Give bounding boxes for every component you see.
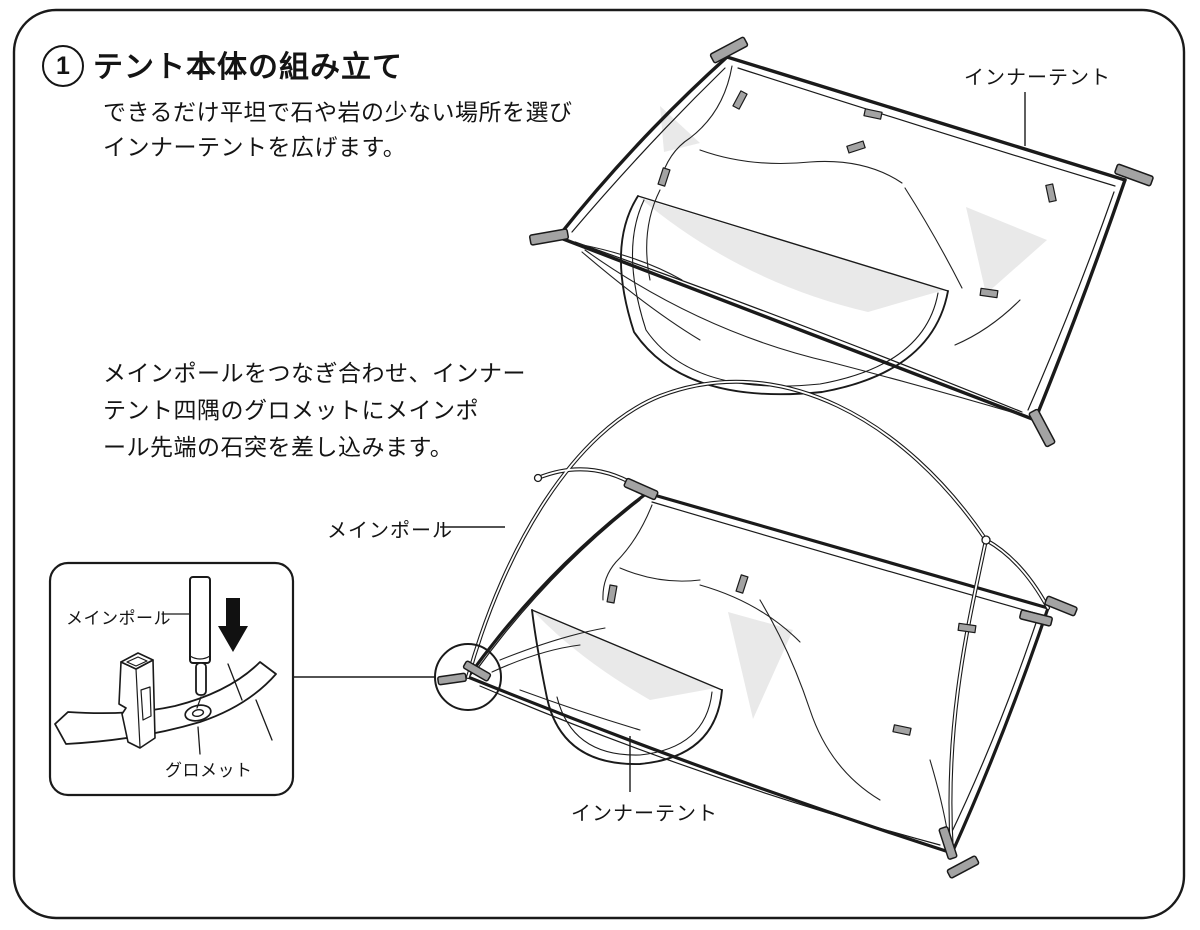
label-leader-lines xyxy=(440,92,1026,792)
corner-tab xyxy=(709,36,749,64)
top-tent-edges xyxy=(556,55,1127,422)
page-title: テント本体の組み立て xyxy=(93,51,403,84)
bottom-tent-wrinkles xyxy=(491,504,949,836)
top-tent-corner-tabs xyxy=(528,36,1154,448)
label-inset-grommet: グロメット xyxy=(165,761,253,780)
corner-tab xyxy=(1114,163,1154,187)
corner-tab xyxy=(1028,408,1056,448)
bottom-tent-edges xyxy=(466,491,1050,855)
insert-direction-arrow-icon xyxy=(218,598,248,652)
top-tent-illustration xyxy=(528,36,1154,448)
page-border xyxy=(12,8,1186,920)
bottom-tent-tie-tabs xyxy=(606,574,977,736)
pole-tip-pin xyxy=(195,662,207,696)
pole-joint xyxy=(533,473,543,483)
main-poles xyxy=(466,379,1050,855)
bottom-tent-corner-tabs xyxy=(437,477,1078,879)
grommet xyxy=(184,704,212,722)
inset-grommet-leader-line xyxy=(197,726,201,755)
label-inner-tent-top: インナーテント xyxy=(964,67,1111,89)
bottom-tent-illustration xyxy=(434,379,1078,879)
strap-edge-lines xyxy=(227,663,273,741)
step-number-badge: 1 xyxy=(42,45,84,87)
inset-pole xyxy=(189,576,211,709)
instruction-text-2: メインポールをつなぎ合わせ、インナー テント四隅のグロメットにメインポ ール先端… xyxy=(103,360,526,460)
label-main-pole: メインポール xyxy=(327,520,453,542)
label-inner-tent-bottom: インナーテント xyxy=(571,803,718,825)
top-tent-tie-tabs xyxy=(657,90,1057,299)
pole-joint xyxy=(981,535,991,545)
inset-detail-box xyxy=(48,561,436,797)
buckle xyxy=(118,652,156,749)
bottom-tent-mesh-door xyxy=(531,609,723,765)
top-tent-wrinkles xyxy=(577,65,1021,415)
corner-tab xyxy=(528,228,570,246)
instruction-text-1: できるだけ平坦で石や岩の少ない場所を選び インナーテントを広げます。 xyxy=(103,99,573,160)
label-inset-main-pole: メインポール xyxy=(66,609,171,628)
top-tent-shading xyxy=(640,106,1047,312)
